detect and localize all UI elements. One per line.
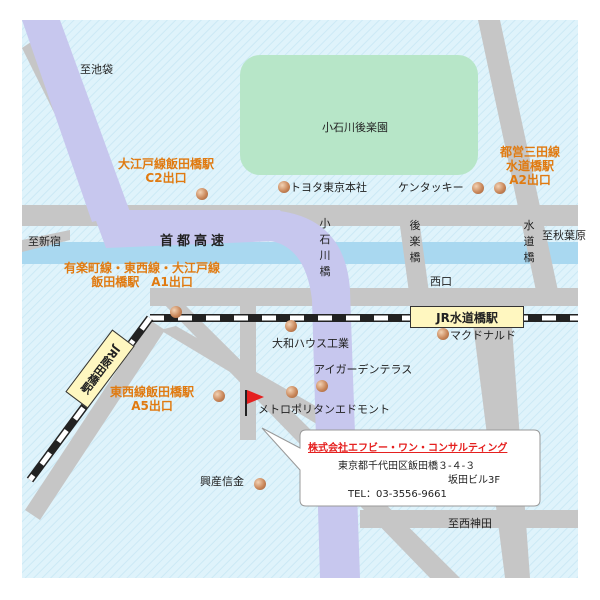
- marker-toyota[interactable]: [278, 181, 290, 193]
- marker-tozai-a5[interactable]: [213, 390, 225, 402]
- park-area: [240, 55, 478, 175]
- label-to-nishikanda: 至西神田: [448, 517, 492, 530]
- company-callout[interactable]: 株式会社エフビー・ワン・コンサルティング 東京都千代田区飯田橋３-４-３ 坂田ビ…: [308, 435, 538, 503]
- label-kfc: ケンタッキー: [398, 181, 464, 194]
- label-koishikawa-bashi: 小 石 川 橋: [319, 217, 331, 278]
- marker-daiwa[interactable]: [285, 320, 297, 332]
- marker-kfc[interactable]: [472, 182, 484, 194]
- marker-yurakucho-a1[interactable]: [170, 306, 182, 318]
- flag-icon: [245, 390, 264, 416]
- label-oedo-c2: 大江戸線飯田橋駅 C2出口: [118, 157, 215, 185]
- station-suidobashi-jr[interactable]: JR水道橋駅: [410, 306, 524, 328]
- company-tel: TEL：03-3556-9661: [348, 489, 447, 500]
- company-callout-shape: [261, 427, 541, 507]
- marker-mita-a2[interactable]: [494, 182, 506, 194]
- label-daiwa: 大和ハウス工業: [272, 337, 349, 350]
- marker-oedo-c2[interactable]: [196, 188, 208, 200]
- label-yurakucho-a1: 有楽町線・東西線・大江戸線 飯田橋駅 A1出口: [64, 261, 221, 289]
- company-address: 東京都千代田区飯田橋３-４-３: [338, 461, 476, 472]
- marker-metropolitan[interactable]: [286, 386, 298, 398]
- marker-igarden[interactable]: [316, 380, 328, 392]
- label-igarden: アイガーデンテラス: [314, 363, 413, 376]
- label-west-exit: 西口: [430, 275, 452, 288]
- label-korakubashi: 後 楽 橋: [409, 219, 421, 264]
- marker-mcdonalds[interactable]: [437, 328, 449, 340]
- label-suidobashi-road: 水 道 橋: [523, 219, 535, 264]
- label-mcdonalds: マクドナルド: [450, 329, 516, 342]
- label-toyota: トヨタ東京本社: [290, 181, 367, 194]
- label-to-ikebukuro: 至池袋: [80, 63, 113, 76]
- label-tozai-a5: 東西線飯田橋駅 A5出口: [110, 385, 195, 413]
- label-to-akihabara: 至秋葉原: [542, 229, 586, 242]
- label-kosan: 興産信金: [200, 475, 244, 488]
- label-highway: 首都高速: [160, 234, 229, 249]
- label-metropolitan: メトロポリタンエドモント: [258, 403, 390, 416]
- company-building: 坂田ビル3F: [448, 475, 501, 486]
- label-to-shinjuku: 至新宿: [28, 235, 61, 248]
- marker-kosan[interactable]: [254, 478, 266, 490]
- label-park: 小石川後楽園: [322, 121, 388, 134]
- label-mita-a2: 都営三田線 水道橋駅 A2出口: [500, 145, 561, 187]
- company-name: 株式会社エフビー・ワン・コンサルティング: [308, 443, 508, 454]
